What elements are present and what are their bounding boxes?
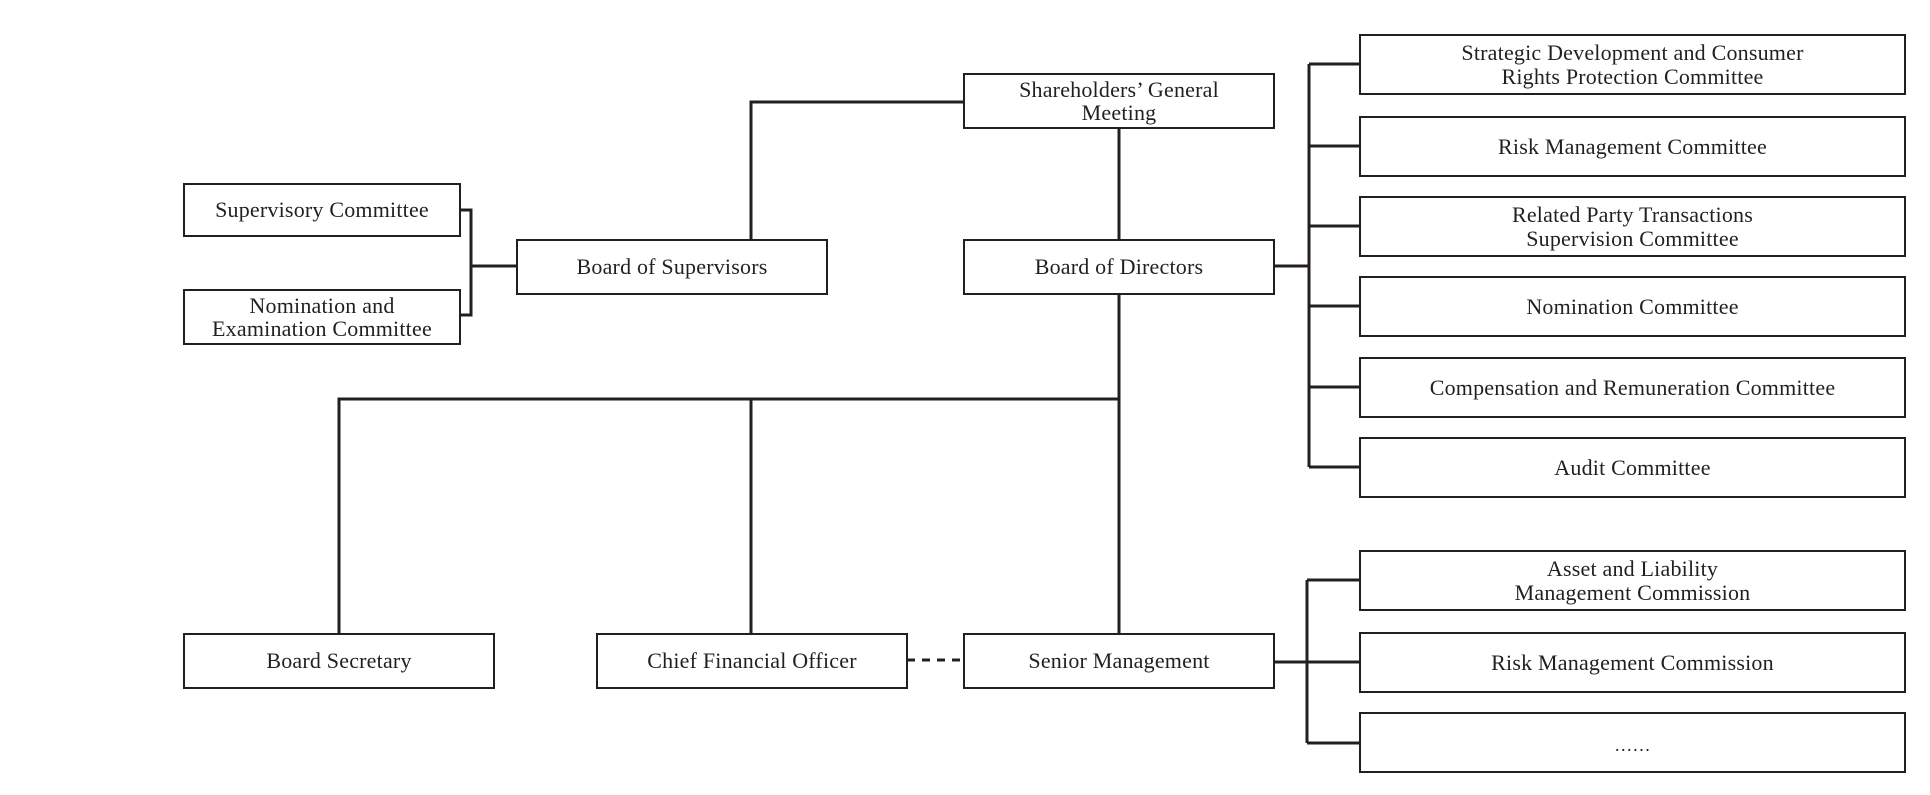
connector-shareholders-supervisors xyxy=(749,100,965,240)
shareholders-general-meeting-box: Shareholders’ General Meeting xyxy=(963,73,1275,129)
nomination-examination-line-1: Nomination and xyxy=(249,292,395,318)
strategic-line-2: Rights Protection Committee xyxy=(1501,63,1764,89)
senior-management-box: Senior Management xyxy=(963,633,1275,689)
asset-liability-line-2: Management Commission xyxy=(1514,579,1751,605)
board-of-directors-box: Board of Directors xyxy=(963,239,1275,295)
board-secretary-label: Board Secretary xyxy=(266,648,412,674)
strategic-development-committee-box: Strategic Development and Consumer Right… xyxy=(1359,34,1906,95)
connector-directors-secretary xyxy=(337,397,1119,634)
nomination-examination-line-2: Examination Committee xyxy=(212,316,432,341)
board-secretary-box: Board Secretary xyxy=(183,633,495,689)
shareholders-line-2: Meeting xyxy=(1081,100,1157,125)
strategic-line-1: Strategic Development and Consumer xyxy=(1461,40,1804,66)
audit-committee-label: Audit Committee xyxy=(1554,454,1711,480)
chief-financial-officer-box: Chief Financial Officer xyxy=(596,633,908,689)
supervisory-committee-box: Supervisory Committee xyxy=(183,183,461,237)
more-commissions-ellipsis: …… xyxy=(1614,735,1651,756)
board-of-supervisors-box: Board of Supervisors xyxy=(516,239,828,295)
nomination-committee-label: Nomination Committee xyxy=(1526,293,1739,319)
chief-financial-officer-label: Chief Financial Officer xyxy=(647,648,857,674)
connector-supervisory-committee xyxy=(459,208,473,317)
senior-management-label: Senior Management xyxy=(1028,648,1210,674)
more-commissions-box: …… xyxy=(1359,712,1906,773)
related-party-line-1: Related Party Transactions xyxy=(1511,202,1754,228)
nomination-examination-committee-box: Nomination and Examination Committee xyxy=(183,289,461,345)
asset-liability-commission-box: Asset and Liability Management Commissio… xyxy=(1359,550,1906,611)
audit-committee-box: Audit Committee xyxy=(1359,437,1906,498)
board-of-directors-label: Board of Directors xyxy=(1034,254,1204,280)
risk-management-commission-box: Risk Management Commission xyxy=(1359,632,1906,693)
nomination-committee-box: Nomination Committee xyxy=(1359,276,1906,337)
related-party-transactions-committee-box: Related Party Transactions Supervision C… xyxy=(1359,196,1906,257)
supervisory-committee-label: Supervisory Committee xyxy=(215,197,429,223)
shareholders-line-1: Shareholders’ General xyxy=(1019,76,1219,102)
risk-management-committee-box: Risk Management Committee xyxy=(1359,116,1906,177)
compensation-committee-label: Compensation and Remuneration Committee xyxy=(1429,374,1836,400)
compensation-remuneration-committee-box: Compensation and Remuneration Committee xyxy=(1359,357,1906,418)
risk-management-commission-label: Risk Management Commission xyxy=(1491,649,1774,675)
risk-management-committee-label: Risk Management Committee xyxy=(1498,133,1767,159)
related-party-line-2: Supervision Committee xyxy=(1526,225,1739,251)
asset-liability-line-1: Asset and Liability xyxy=(1546,556,1719,582)
board-of-supervisors-label: Board of Supervisors xyxy=(576,254,768,280)
